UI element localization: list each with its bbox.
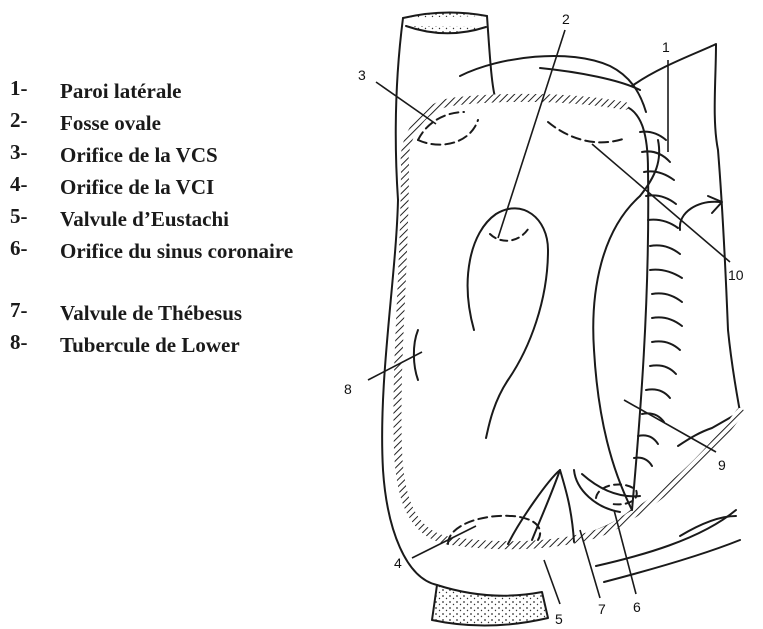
label-2: 2 (562, 11, 570, 27)
hatched-wall-left (397, 165, 740, 545)
crista-terminalis (593, 196, 640, 510)
label-1: 1 (662, 39, 670, 55)
superior-orifice-right (548, 122, 626, 142)
label-8: 8 (344, 381, 352, 397)
label-10: 10 (728, 267, 744, 283)
label-5: 5 (555, 611, 563, 627)
label-6: 6 (633, 599, 641, 615)
leader-line-5 (544, 560, 560, 604)
label-9: 9 (718, 457, 726, 473)
inferior-vena-cava (432, 585, 548, 626)
leader-line-7 (580, 530, 600, 598)
leader-line-3 (376, 82, 436, 124)
label-7: 7 (598, 601, 606, 617)
label-4: 4 (394, 555, 402, 571)
thebesius-valve (574, 470, 620, 512)
label-3: 3 (358, 67, 366, 83)
outer-wall (382, 200, 437, 585)
hatched-wall-section (405, 98, 625, 165)
svc-orifice (418, 120, 478, 145)
chamber-outline (397, 98, 648, 545)
fossa-ovale (468, 208, 548, 438)
rotation-arrow-icon (680, 202, 720, 230)
